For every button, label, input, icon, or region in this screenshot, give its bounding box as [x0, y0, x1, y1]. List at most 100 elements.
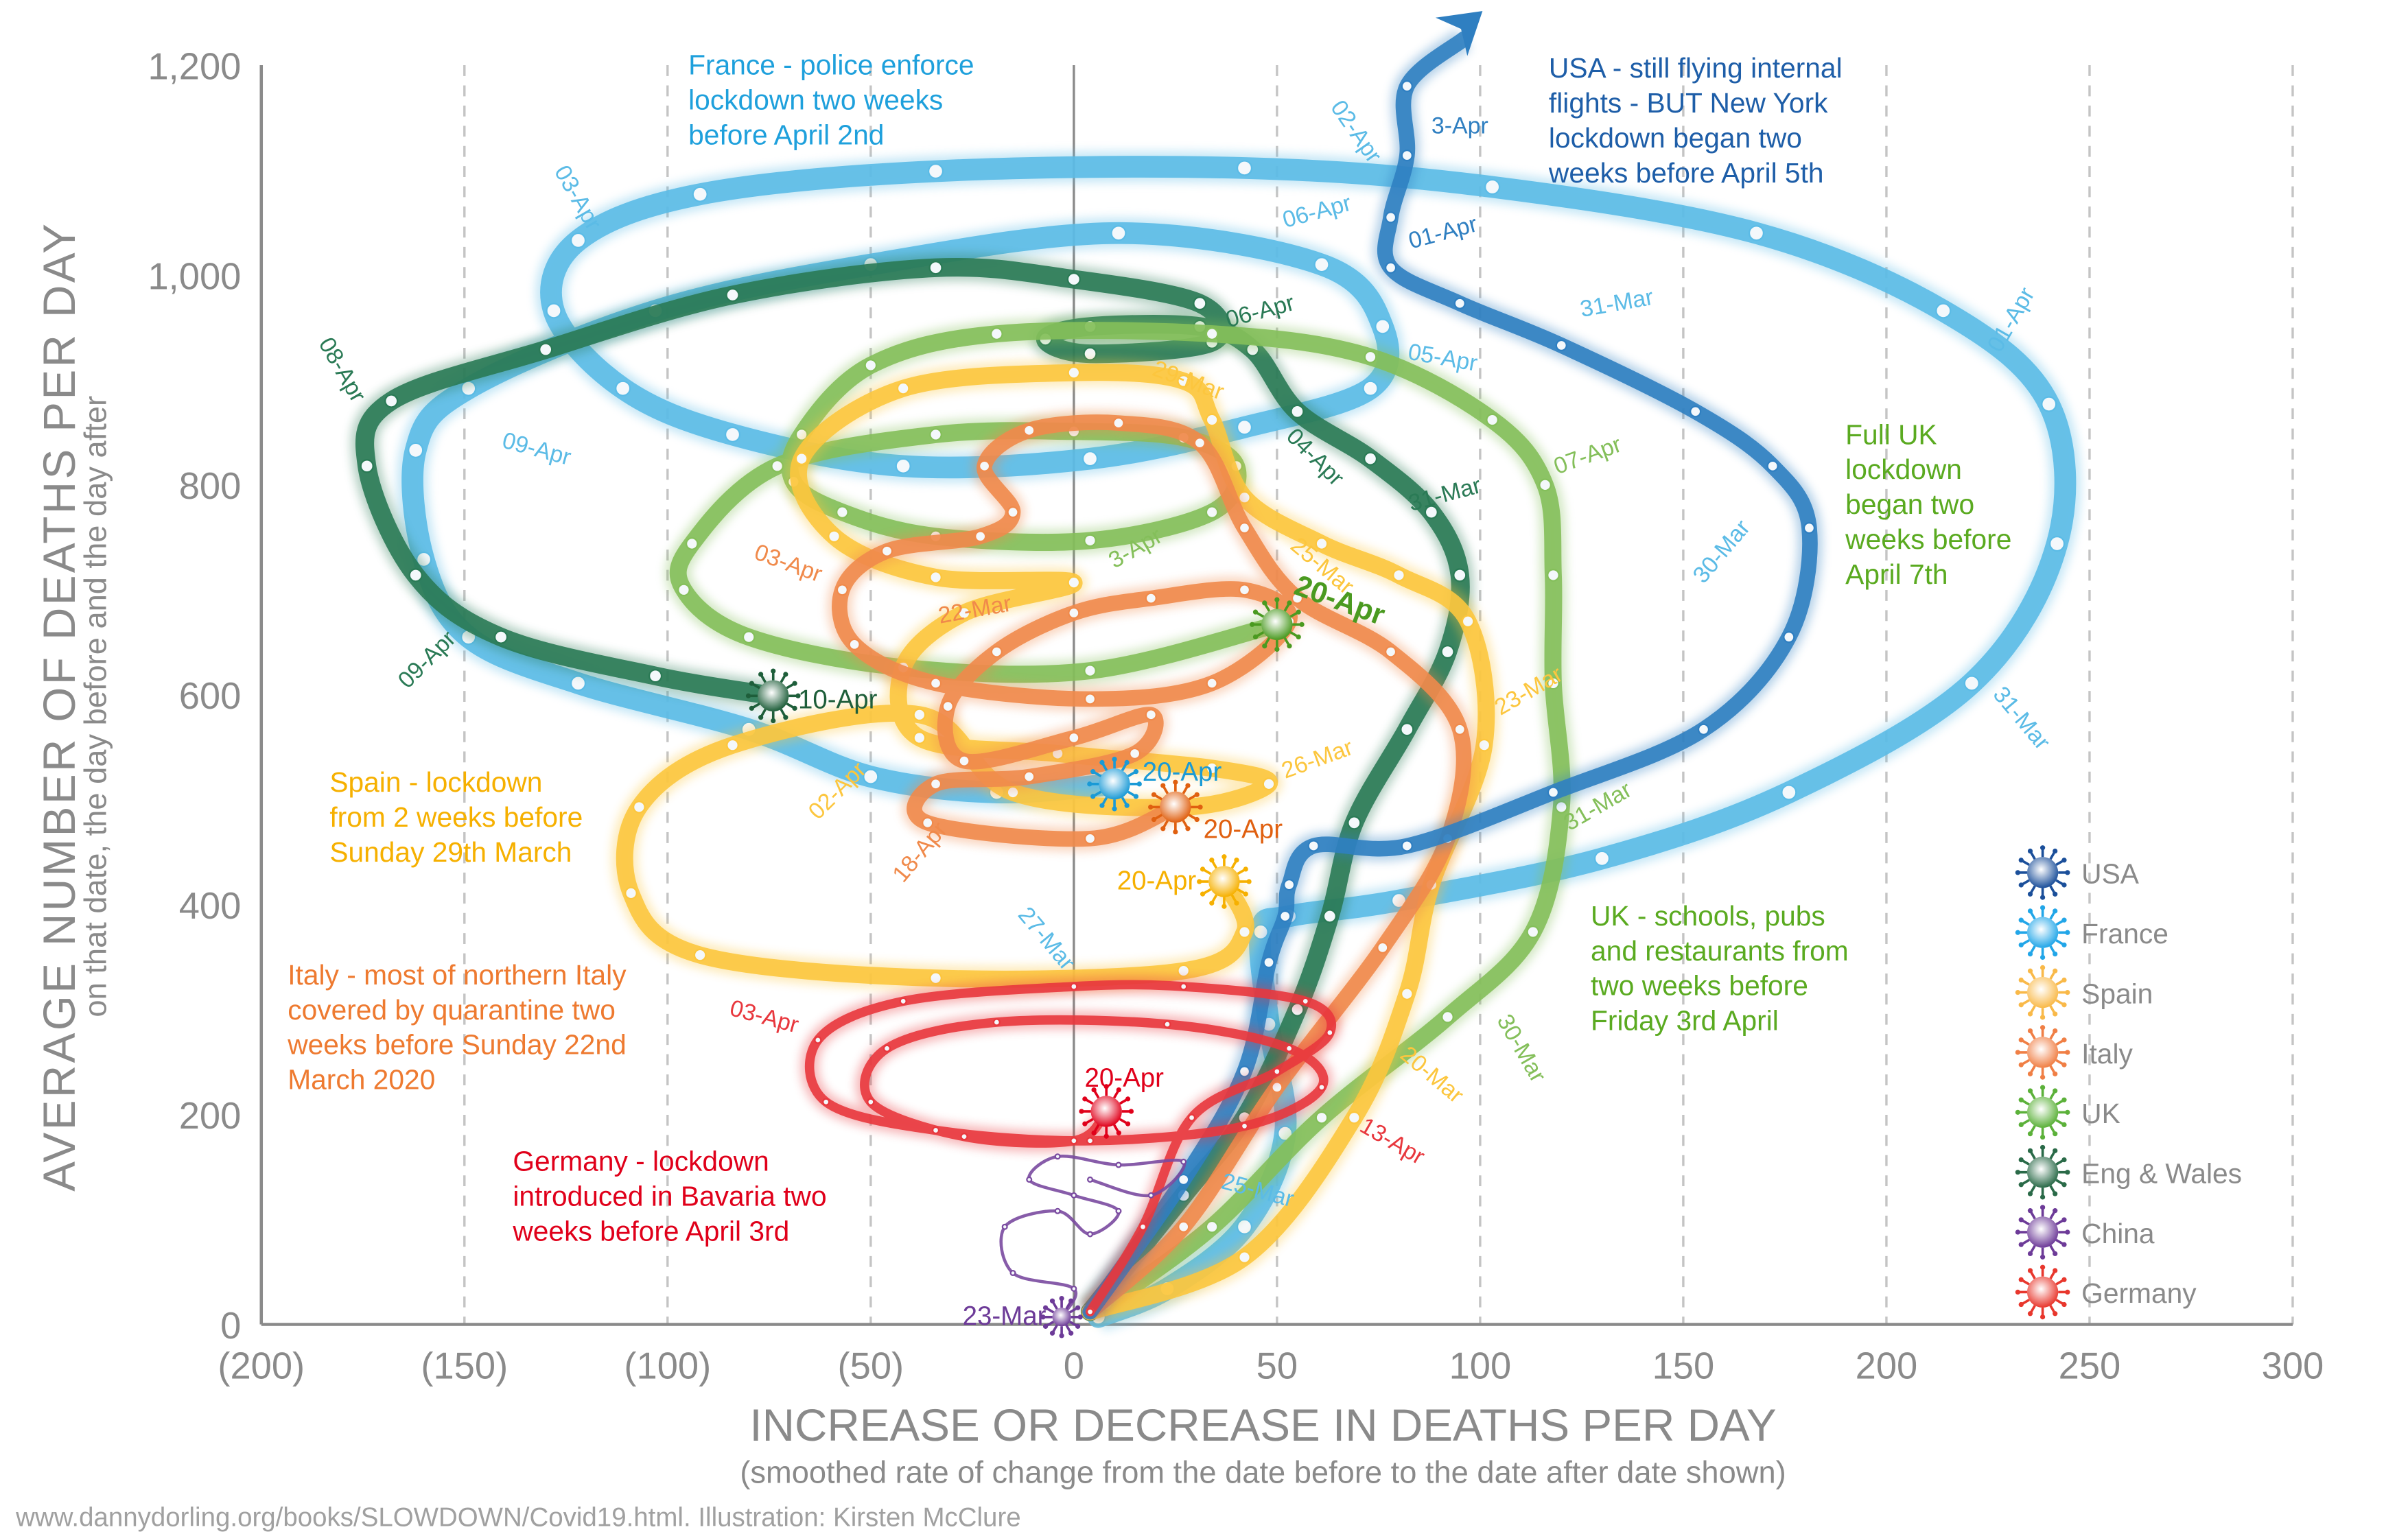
spike-tip: [2053, 1088, 2058, 1094]
data-point: [1301, 997, 1309, 1005]
spike-tip: [1087, 781, 1092, 787]
spike-tip: [2053, 1208, 2058, 1214]
spike-tip: [795, 693, 801, 698]
virus-legend-icon: [2015, 1205, 2070, 1260]
data-point: [1071, 1285, 1077, 1292]
data-point: [1401, 149, 1413, 162]
data-point: [1315, 537, 1329, 550]
annotation-line: Friday 3rd April: [1591, 1005, 1779, 1037]
virus-body: [2026, 1157, 2059, 1188]
spike-tip: [1234, 900, 1239, 906]
data-point: [1187, 1113, 1196, 1122]
data-point: [1547, 569, 1560, 582]
legend-label: Germany: [2081, 1277, 2197, 1309]
spike-tip: [2027, 1071, 2033, 1076]
spike-tip: [1185, 826, 1191, 831]
spike-tip: [1200, 866, 1206, 872]
data-point: [726, 738, 739, 752]
spike-tip: [1091, 1130, 1097, 1135]
date-label: 08-Apr: [314, 333, 371, 406]
spike-tip: [2039, 965, 2046, 971]
spike-tip: [1091, 1087, 1097, 1093]
spike-tip: [1234, 858, 1239, 863]
data-point: [1236, 1218, 1253, 1235]
data-point: [929, 571, 942, 584]
date-label: 20-Mar: [1395, 1041, 1469, 1108]
data-point: [624, 886, 638, 900]
spike-tip: [1185, 783, 1191, 788]
spike-tip: [1112, 756, 1117, 762]
spike-tip: [1250, 622, 1255, 627]
spike-tip: [1059, 1333, 1064, 1338]
spike-tip: [2018, 1037, 2024, 1043]
spike-tip: [1068, 1298, 1074, 1303]
annotation-line: began two: [1845, 488, 1974, 520]
spike-tip: [2039, 954, 2046, 960]
data-point: [1178, 1220, 1190, 1233]
legend-label: Eng & Wales: [2081, 1158, 2242, 1190]
spike-tip: [2027, 1311, 2033, 1317]
data-point: [990, 646, 1003, 658]
spike-tip: [2027, 1191, 2033, 1196]
spike-tip: [2039, 905, 2046, 910]
data-point: [677, 583, 690, 597]
spike-tip: [2053, 968, 2058, 974]
date-label: 09-Apr: [393, 626, 461, 694]
data-point: [1236, 419, 1253, 436]
spike-tip: [1262, 644, 1267, 649]
data-point: [570, 675, 587, 692]
series-germany: [800, 975, 1341, 1317]
data-point: [1313, 257, 1330, 273]
spike-tip: [2061, 977, 2067, 983]
data-point: [1112, 417, 1125, 429]
data-point: [958, 755, 970, 767]
virus-body: [2026, 857, 2059, 888]
spike-tip: [2018, 1182, 2024, 1188]
data-point: [1070, 982, 1078, 991]
data-point: [1193, 296, 1207, 311]
spike-tip: [2053, 891, 2058, 897]
spike-tip: [1077, 1314, 1083, 1320]
spike-tip: [2061, 882, 2067, 888]
data-point: [1377, 941, 1389, 954]
spike-tip: [2018, 1301, 2024, 1308]
data-point: [1697, 723, 1710, 735]
data-point: [1326, 1028, 1334, 1037]
end-label: 20-Apr: [1143, 757, 1222, 787]
data-point: [895, 458, 911, 474]
spike-tip: [2027, 1028, 2033, 1034]
spike-tip: [1125, 1121, 1131, 1126]
annotation-line: Germany - lockdown: [513, 1145, 769, 1177]
data-point: [1322, 909, 1337, 923]
data-point: [1461, 615, 1475, 628]
data-point: [929, 778, 942, 790]
x-tick-label: 250: [2059, 1345, 2121, 1387]
data-point: [1441, 1010, 1454, 1024]
data-point: [408, 442, 424, 458]
legend-item: Spain: [2015, 965, 2153, 1020]
spike-tip: [2039, 1194, 2046, 1200]
spike-tip: [749, 681, 754, 686]
annotation-line: two weeks before: [1591, 970, 1808, 1002]
data-point: [1129, 747, 1141, 760]
x-tick-label: (150): [421, 1345, 508, 1387]
data-point: [1007, 506, 1019, 519]
y-tick-label: 200: [179, 1095, 242, 1137]
virus-marker-icon: [745, 668, 801, 724]
spike-tip: [1221, 854, 1227, 860]
spike-tip: [2039, 1085, 2046, 1090]
spike-tip: [1200, 891, 1206, 897]
virus-legend-icon: [2015, 965, 2070, 1020]
spike-tip: [2065, 989, 2070, 995]
series-line: [401, 156, 2077, 1328]
spike-tip: [2015, 1289, 2021, 1295]
spike-tip: [2039, 1134, 2046, 1140]
data-point: [1068, 606, 1080, 620]
spike-tip: [1160, 783, 1166, 788]
data-point: [1385, 261, 1397, 274]
data-point: [836, 506, 849, 519]
data-point: [384, 394, 399, 408]
